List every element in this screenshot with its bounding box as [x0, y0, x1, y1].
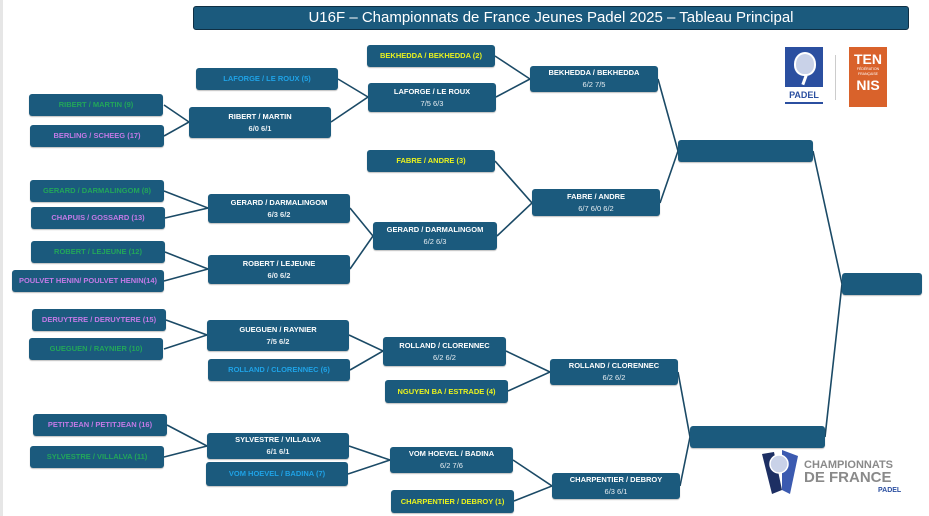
winner-name: GUEGUEN / RAYNIER — [239, 324, 317, 334]
team-name: CHARPENTIER / DEBROY (1) — [400, 496, 505, 506]
championnats-de-france-logo: CHAMPIONNATS DE FRANCE PADEL — [760, 450, 920, 500]
team-name: POULVET HENIN/ POULVET HENIN(14) — [18, 276, 158, 285]
team-name: ROLLAND / CLORENNEC (6) — [228, 365, 330, 374]
fft-tennis-logo: TEN FÉDÉRATION FRANÇAISE NIS — [849, 47, 887, 107]
team-entry: GERARD / DARMALINGOM (8) — [30, 180, 164, 202]
team-name: ROBERT / LEJEUNE (12) — [54, 247, 142, 256]
team-entry: VOM HOEVEL / BADINA (7) — [206, 462, 348, 486]
match-result: VOM HOEVEL / BADINA 6/2 7/6 — [390, 447, 513, 473]
team-name: DERUYTERE / DERUYTERE (15) — [41, 315, 157, 324]
team-entry: ROLLAND / CLORENNEC (6) — [208, 359, 350, 381]
left-edge — [0, 0, 3, 516]
team-entry: CHAPUIS / GOSSARD (13) — [31, 207, 165, 229]
winner-name: SYLVESTRE / VILLALVA — [235, 435, 321, 444]
match-result: GERARD / DARMALINGOM 6/2 6/3 — [373, 222, 497, 250]
match-score: 6/3 6/2 — [267, 209, 291, 219]
semifinal-slot-top — [678, 140, 813, 162]
winner-name: CHARPENTIER / DEBROY — [569, 475, 663, 484]
winner-name: GERARD / DARMALINGOM — [386, 225, 484, 234]
team-entry: PETITJEAN / PETITJEAN (16) — [33, 414, 167, 436]
match-result: GERARD / DARMALINGOM 6/3 6/2 — [208, 194, 350, 223]
match-result: CHARPENTIER / DEBROY 6/3 6/1 — [552, 473, 680, 499]
winner-name: ROLLAND / CLORENNEC — [399, 340, 490, 350]
match-result: SYLVESTRE / VILLALVA 6/1 6/1 — [207, 433, 349, 459]
logo-divider — [835, 55, 836, 100]
team-entry: CHARPENTIER / DEBROY (1) — [391, 490, 514, 513]
tennis-logo-bottom: NIS — [856, 77, 880, 93]
match-score: 6/2 6/3 — [423, 237, 447, 246]
match-score: 7/5 6/2 — [266, 336, 290, 346]
winner-name: LAFORGE / LE ROUX — [393, 86, 471, 96]
team-entry: DERUYTERE / DERUYTERE (15) — [32, 309, 166, 331]
semifinal-slot-bottom — [690, 426, 825, 448]
team-name: CHAPUIS / GOSSARD (13) — [51, 213, 145, 222]
winner-name: BEKHEDDA / BEKHEDDA — [548, 68, 640, 77]
match-score: 6/2 6/2 — [602, 373, 626, 382]
team-name: FABRE / ANDRE (3) — [396, 156, 466, 165]
team-name: VOM HOEVEL / BADINA (7) — [228, 469, 326, 478]
padel-logo-text: PADEL — [789, 90, 819, 100]
team-entry: NGUYEN BA / ESTRADE (4) — [385, 380, 508, 403]
team-name: PETITJEAN / PETITJEAN (16) — [47, 420, 153, 429]
match-score: 6/1 6/1 — [266, 447, 290, 456]
cdf-line3: PADEL — [878, 487, 902, 494]
match-result: ROLLAND / CLORENNEC 6/2 6/2 — [550, 359, 678, 385]
team-name: LAFORGE / LE ROUX (5) — [223, 74, 311, 83]
team-name: GERARD / DARMALINGOM (8) — [43, 186, 151, 195]
team-entry: POULVET HENIN/ POULVET HENIN(14) — [12, 270, 164, 292]
match-result: BEKHEDDA / BEKHEDDA 6/2 7/5 — [530, 66, 658, 92]
padel-racket-icon — [785, 47, 823, 87]
team-entry: BERLING / SCHEEG (17) — [30, 125, 164, 147]
cdf-line2: DE FRANCE — [804, 469, 892, 486]
final-slot — [842, 273, 922, 295]
winner-name: ROBERT / LEJEUNE — [242, 258, 316, 268]
match-result: RIBERT / MARTIN 6/0 6/1 — [189, 107, 331, 138]
team-name: BEKHEDDA / BEKHEDDA (2) — [380, 51, 482, 60]
match-result: GUEGUEN / RAYNIER 7/5 6/2 — [207, 320, 349, 351]
team-entry: SYLVESTRE / VILLALVA (11) — [30, 446, 164, 468]
tennis-logo-top: TEN — [854, 51, 882, 67]
match-result: ROLLAND / CLORENNEC 6/2 6/2 — [383, 337, 506, 366]
team-name: BERLING / SCHEEG (17) — [53, 131, 141, 140]
winner-name: FABRE / ANDRE — [566, 191, 626, 201]
match-score: 6/2 7/6 — [440, 461, 463, 470]
match-score: 6/7 6/0 6/2 — [578, 203, 614, 213]
cdf-shield-icon — [762, 450, 798, 494]
team-name: SYLVESTRE / VILLALVA (11) — [46, 452, 148, 461]
team-entry: FABRE / ANDRE (3) — [367, 150, 495, 172]
padel-logo: PADEL — [785, 47, 823, 107]
winner-name: VOM HOEVEL / BADINA — [408, 449, 495, 458]
team-name: GUEGUEN / RAYNIER (10) — [49, 344, 143, 353]
winner-name: RIBERT / MARTIN — [228, 111, 292, 121]
match-score: 7/5 6/3 — [420, 98, 444, 108]
team-entry: ROBERT / LEJEUNE (12) — [31, 241, 165, 263]
winner-name: GERARD / DARMALINGOM — [230, 197, 328, 207]
match-result: FABRE / ANDRE 6/7 6/0 6/2 — [532, 189, 660, 216]
match-result: LAFORGE / LE ROUX 7/5 6/3 — [368, 83, 496, 112]
team-entry: GUEGUEN / RAYNIER (10) — [29, 338, 163, 360]
page-title: U16F – Championnats de France Jeunes Pad… — [193, 6, 909, 30]
cdf-line1: CHAMPIONNATS — [804, 459, 894, 471]
match-score: 6/0 6/2 — [267, 270, 291, 280]
team-name: NGUYEN BA / ESTRADE (4) — [397, 386, 496, 396]
winner-name: ROLLAND / CLORENNEC — [568, 361, 660, 370]
match-score: 6/0 6/1 — [248, 123, 272, 133]
team-entry: RIBERT / MARTIN (9) — [29, 94, 163, 116]
match-score: 6/2 6/2 — [433, 352, 456, 362]
match-score: 6/3 6/1 — [604, 487, 628, 496]
team-entry: LAFORGE / LE ROUX (5) — [196, 68, 338, 90]
tennis-logo-mid: FÉDÉRATION FRANÇAISE — [856, 67, 880, 76]
match-result: ROBERT / LEJEUNE 6/0 6/2 — [208, 255, 350, 284]
team-entry: BEKHEDDA / BEKHEDDA (2) — [367, 45, 495, 67]
match-score: 6/2 7/5 — [582, 80, 606, 89]
team-name: RIBERT / MARTIN (9) — [58, 100, 134, 109]
